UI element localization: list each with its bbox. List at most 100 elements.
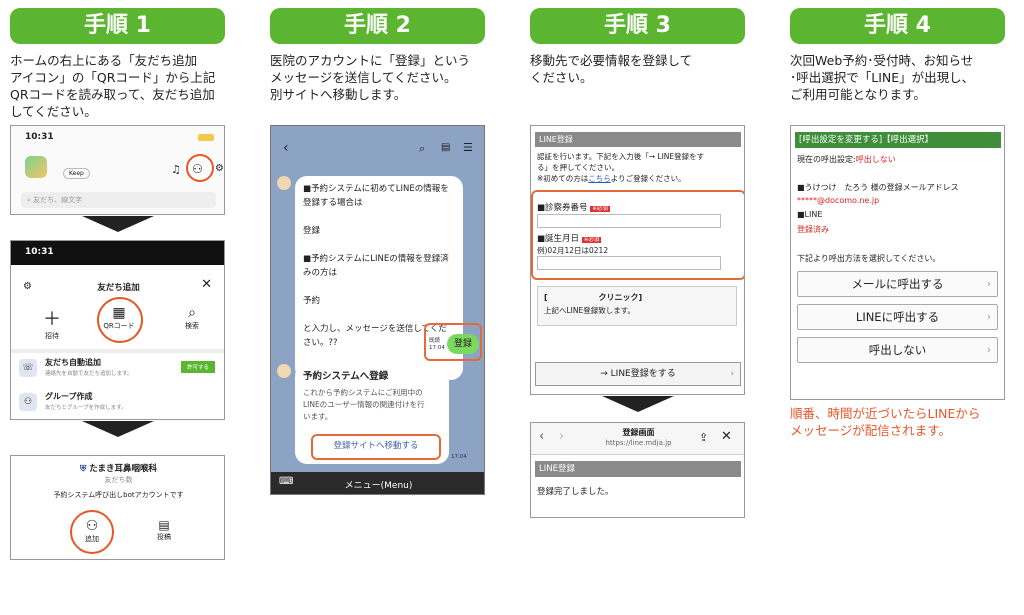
birthday-label: ■誕生月日 ※必須 [537, 234, 602, 244]
step4-header: 手順 4 [790, 8, 1005, 44]
line-status: 登録済み [797, 225, 829, 234]
chevron-right-icon: › [986, 277, 991, 290]
friend-count-label: 友だち数 [104, 476, 133, 484]
avatar [277, 176, 291, 190]
clinic-box: [ クリニック] 上記へLINE登録致します。 [537, 286, 737, 326]
card-time: 17:04 [451, 454, 467, 460]
post-button[interactable]: ▤ 投稿 [149, 518, 179, 542]
status-time: 10:31 [25, 132, 54, 142]
arrow-down-icon [82, 216, 154, 232]
search-bar[interactable]: ⌕ 友だち、線文字 [21, 192, 216, 208]
add-highlight [70, 510, 114, 554]
add-friend-screen: 10:31 ⚙ 友だち追加 ✕ ＋ 招待 ▦ QRコード ⌕ 検索 ☏ 友だち自… [10, 240, 225, 420]
menu-bar[interactable]: ⌨ メニュー(Menu) [271, 472, 484, 494]
qr-code-highlight [97, 297, 143, 343]
search-icon: ⌕ [27, 196, 34, 204]
complete-title-bar: LINE登録 [535, 461, 741, 477]
card-number-input[interactable] [537, 214, 721, 228]
close-icon[interactable]: ✕ [721, 429, 732, 444]
step4-column: 手順 4 次回Web予約･受付時、お知らせ ･呼出選択で「LINE」が出現し、 … [790, 8, 1005, 103]
sent-message-highlight [424, 323, 482, 361]
no-call-button[interactable]: 呼出しない› [797, 337, 998, 363]
app-logo-icon [25, 156, 47, 178]
go-to-register-site-button[interactable]: 登録サイトへ移動する [333, 441, 419, 451]
close-icon[interactable]: ✕ [201, 277, 212, 292]
menu-icon[interactable]: ☰ [463, 141, 473, 154]
group-icon: ⚇ [19, 393, 37, 411]
step3-header: 手順 3 [530, 8, 745, 44]
auto-add-row[interactable]: ☏ 友だち自動追加 連絡先を自動で友だち追加します。 許可する [19, 357, 219, 383]
chevron-right-icon: › [730, 369, 734, 379]
call-by-email-button[interactable]: メールに呼出する› [797, 271, 998, 297]
call-settings-screen: [呼出設定を変更する]【呼出選択】 現在の呼出設定:呼出しない ■うけつけ たろ… [790, 125, 1005, 400]
call-by-line-button[interactable]: LINEに呼出する› [797, 304, 998, 330]
add-friend-highlight [186, 154, 214, 182]
choose-instruction: 下記より呼出方法を選択してください。 [797, 254, 941, 263]
panel-title: 友だち追加 [97, 283, 140, 293]
step1-description: ホームの右上にある「友だち追加 アイコン」の「QRコード」から上記 QRコードを… [10, 53, 216, 119]
group-create-row[interactable]: ⚇ グループ作成 友だちとグループを作成します。 [19, 391, 219, 417]
info-message: ■予約システムに初めてLINEの情報を 登録する場合は 登録 ■予約システムにL… [295, 176, 463, 380]
bot-description: 予約システム呼び出しbotアカウントです [53, 491, 184, 499]
status-bar: 10:31 [11, 241, 224, 265]
form-title-bar: LINE登録 [535, 132, 741, 147]
add-person-icon: ⚇ [85, 518, 99, 534]
line-label: ■LINE [797, 210, 823, 219]
divider [11, 349, 224, 353]
invite-button[interactable]: ＋ 招待 [37, 305, 67, 341]
form-fields-highlight [531, 190, 744, 280]
chevron-right-icon: › [986, 343, 991, 356]
step2-description: 医院のアカウントに「登録」という メッセージを送信してください。 別サイトへ移動… [270, 53, 471, 102]
clinic-account-screen: ⛨ たまき耳鼻咽喉科 友だち数 予約システム呼び出しbotアカウントです ⚇ 追… [10, 455, 225, 560]
step2-header: 手順 2 [270, 8, 485, 44]
keyboard-icon[interactable]: ⌨ [279, 476, 294, 487]
register-card: 予約システムへ登録 これから予約システムにご利用中の LINEのユーザー情報の関… [295, 364, 449, 464]
line-notice: 順番、時間が近づいたらLINEから メッセージが配信されます。 [790, 406, 981, 438]
chat-header: ‹ ⌕ ▤ ☰ [271, 126, 484, 166]
document-icon: ▤ [158, 518, 170, 532]
arrow-down-icon [82, 421, 154, 437]
birthday-input[interactable] [537, 256, 721, 270]
back-icon[interactable]: ‹ [539, 429, 545, 444]
bell-icon[interactable]: ♫ [171, 163, 181, 176]
line-register-form: LINE登録 認証を行います。下記を入力後「→ LINE登録をす る」を押してく… [530, 125, 745, 395]
card-number-label: ■診察券番号 ※必須 [537, 203, 610, 213]
settings-icon[interactable]: ⚙ [23, 281, 32, 292]
step3-description: 移動先で必要情報を登録して ください。 [530, 53, 693, 85]
form-intro: 認証を行います。下記を入力後「→ LINE登録をす る」を押してください。 ※初… [537, 152, 705, 183]
search-icon[interactable]: ⌕ [419, 142, 426, 155]
current-setting: 現在の呼出設定:呼出しない [797, 155, 896, 164]
keep-badge[interactable]: Keep [63, 168, 90, 179]
search-icon: ⌕ [188, 305, 196, 321]
arrow-down-icon [602, 396, 674, 412]
line-register-button[interactable]: → LINE登録をする› [535, 362, 741, 386]
plus-icon: ＋ [43, 309, 61, 330]
step3-column: 手順 3 移動先で必要情報を登録して ください。 [530, 8, 745, 86]
shield-icon: ⛨ [79, 464, 90, 474]
share-icon[interactable]: ⇪ [699, 431, 709, 444]
step1-header: 手順 1 [10, 8, 225, 44]
here-link[interactable]: こちら [588, 174, 611, 183]
back-icon[interactable]: ‹ [283, 140, 289, 156]
sent-message: 登録 [447, 334, 480, 354]
chevron-right-icon: › [986, 310, 991, 323]
user-email: *****@docomo.ne.jp [797, 196, 880, 205]
register-button-highlight [311, 434, 441, 460]
birthday-hint: 例)02月12日は0212 [537, 246, 609, 255]
settings-icon[interactable]: ⚙ [215, 163, 224, 174]
search-button[interactable]: ⌕ 検索 [177, 305, 207, 331]
notes-icon[interactable]: ▤ [441, 142, 451, 153]
register-complete-screen: ‹ › 登録画面 https://line.mdja.jp ⇪ ✕ LINE登録… [530, 422, 745, 518]
forward-icon[interactable]: › [559, 429, 565, 444]
line-home-screen: 10:31 Keep ♫ ⚇ ⚙ ⌕ 友だち、線文字 [10, 125, 225, 215]
allow-button[interactable]: 許可する [180, 361, 215, 373]
line-chat-screen: ‹ ⌕ ▤ ☰ ■予約システムに初めてLINEの情報を 登録する場合は 登録 ■… [270, 125, 485, 495]
add-button[interactable]: ⚇ 追加 [77, 518, 107, 544]
step4-description: 次回Web予約･受付時、お知らせ ･呼出選択で「LINE」が出現し、 ご利用可能… [790, 53, 975, 102]
avatar [277, 364, 291, 378]
complete-message: 登録完了しました。 [537, 487, 614, 497]
battery-icon [198, 134, 214, 141]
clinic-name: ⛨ たまき耳鼻咽喉科 [79, 464, 158, 474]
user-email-label: ■うけつけ たろう 様の登録メールアドレス [797, 183, 959, 192]
